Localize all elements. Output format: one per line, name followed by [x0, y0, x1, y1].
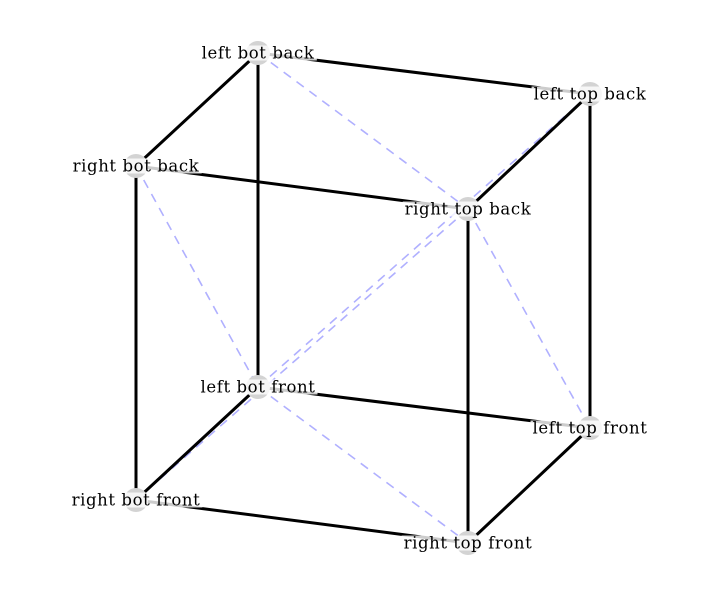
- edge-rbb-lbf: [135, 165, 259, 388]
- label-halo-ltb: [531, 86, 649, 102]
- labels-layer: left bot back left top back right bot ba…: [69, 44, 650, 553]
- edge-lbb-rbb: [134, 51, 260, 168]
- label-halo-rbf: [69, 492, 203, 508]
- label-halo-rtb: [402, 201, 534, 217]
- edge-ltf-rtf: [466, 426, 592, 545]
- node-label-rtf: right top front: [404, 534, 533, 553]
- node-label-rbb: right bot back: [73, 157, 200, 176]
- node-label-lbb: left bot back: [202, 44, 315, 63]
- edge-lbf-ltb: [257, 93, 591, 388]
- node-label-ltb: left top back: [534, 85, 647, 104]
- edge-rtb-ltf: [467, 208, 591, 429]
- edge-lbf-rbf: [134, 385, 260, 502]
- edge-rbf-rtb: [135, 208, 469, 501]
- edge-lbb-rtb: [257, 52, 469, 210]
- node-label-ltf: left top front: [533, 419, 648, 438]
- node-label-rtb: right top back: [405, 200, 532, 219]
- edge-lbf-rtf: [257, 386, 469, 544]
- label-halo-rtf: [401, 535, 535, 551]
- nodes-layer: [124, 41, 602, 555]
- node-label-rbf: right bot front: [72, 491, 201, 510]
- edges-layer: [134, 51, 592, 545]
- node-label-lbf: left bot front: [201, 378, 316, 397]
- label-halo-rbb: [70, 158, 202, 174]
- label-halo-ltf: [530, 420, 650, 436]
- edge-ltb-rtb: [466, 92, 592, 211]
- label-halo-lbb: [199, 45, 317, 61]
- label-halo-lbf: [198, 379, 318, 395]
